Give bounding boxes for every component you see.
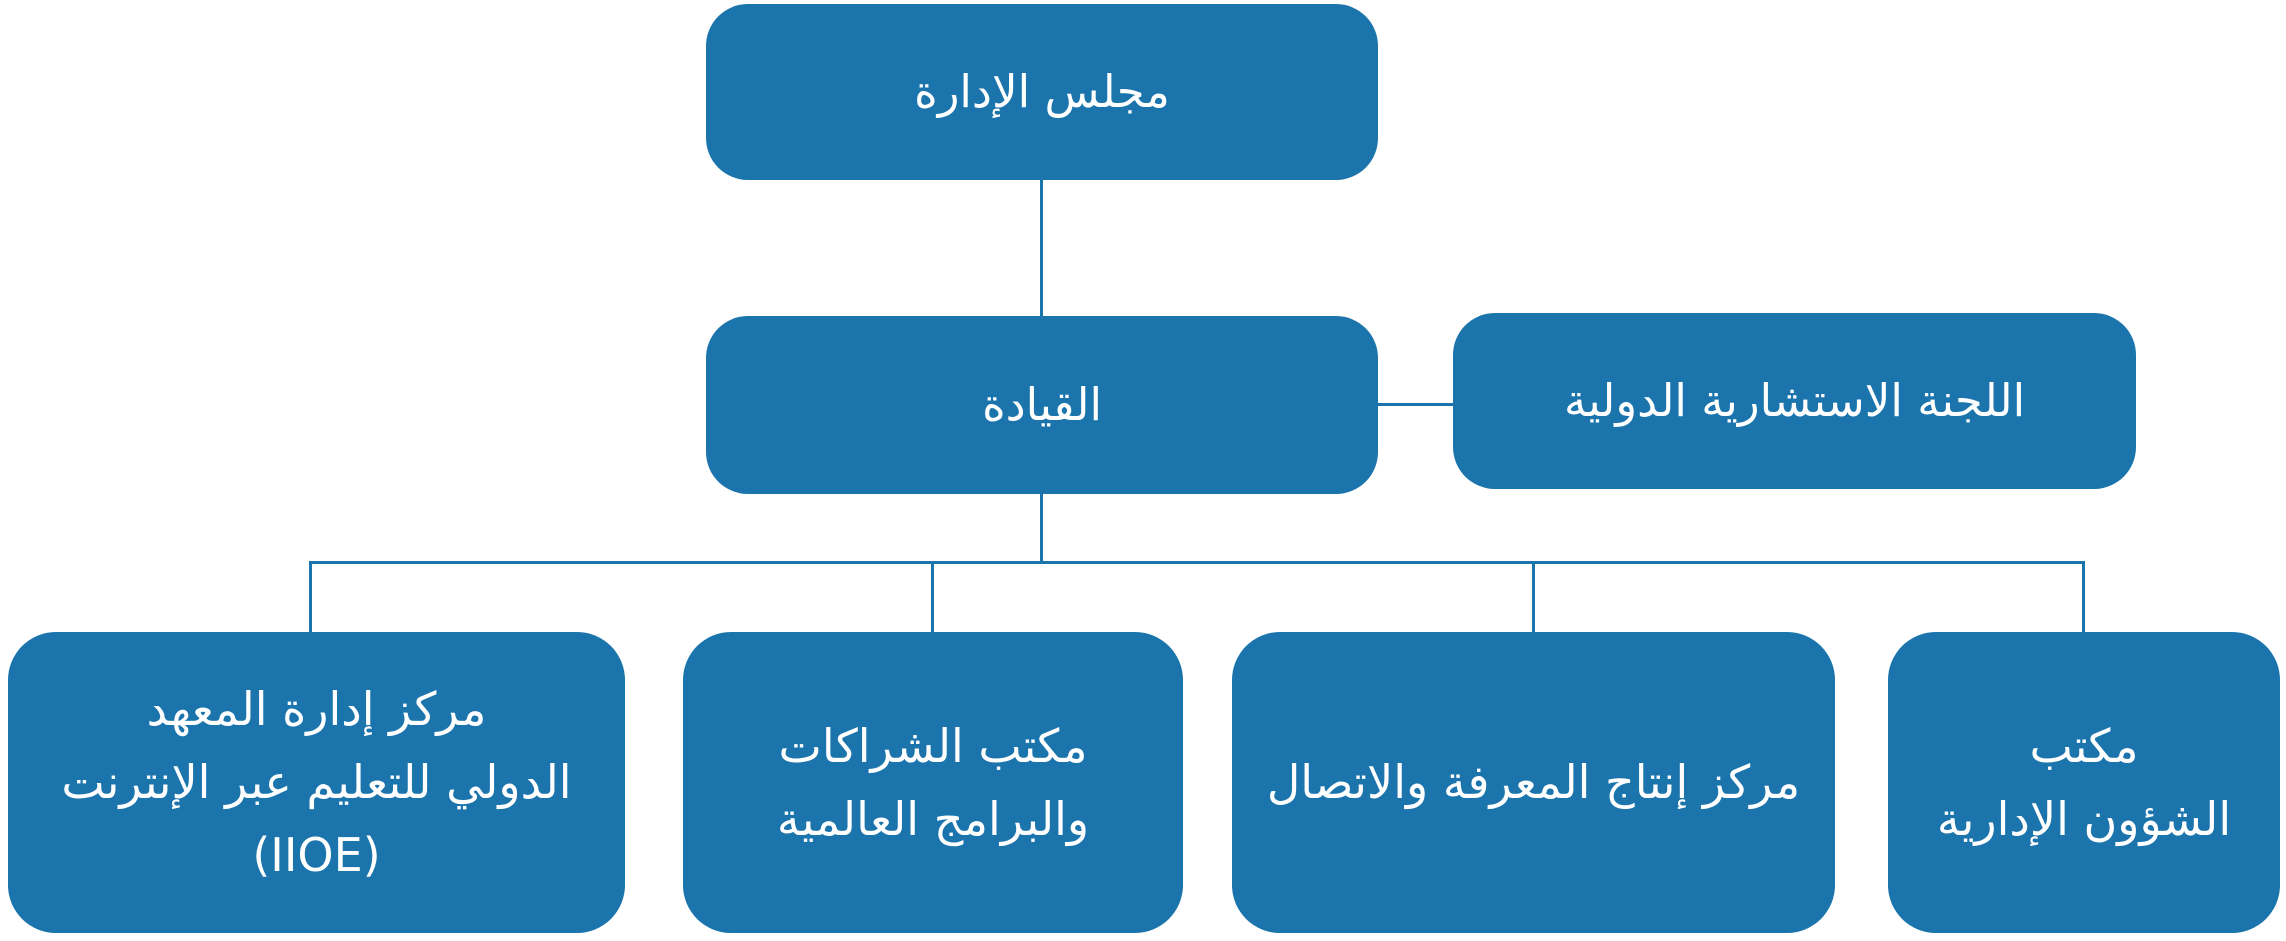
org-node-label-line: والبرامج العالمية — [776, 791, 1090, 846]
org-node-board-of-directors: مجلس الإدارة — [706, 4, 1378, 180]
org-node-label-line: مركز إدارة المعهد — [146, 682, 487, 737]
org-node-label-line: مكتب — [2029, 718, 2139, 773]
connector-drop-partnerships-office — [931, 562, 934, 632]
connector-leadership-to-advisory — [1376, 403, 1453, 406]
org-node-knowledge-production-communication-center: مركز إنتاج المعرفة والاتصال — [1232, 632, 1835, 933]
connector-root-to-leadership — [1040, 180, 1043, 316]
org-node-label: القيادة — [982, 378, 1102, 432]
org-node-label-line: الدولي للتعليم عبر الإنترنت — [61, 755, 572, 810]
org-node-label-line: الشؤون الإدارية — [1936, 791, 2232, 846]
org-node-iioe-management-center: مركز إدارة المعهد الدولي للتعليم عبر الإ… — [8, 632, 625, 933]
org-node-label: اللجنة الاستشارية الدولية — [1563, 374, 2026, 428]
connector-horizontal-bus — [309, 561, 2085, 564]
org-node-leadership: القيادة — [706, 316, 1378, 494]
connector-drop-iioe-center — [309, 562, 312, 632]
org-node-label: مجلس الإدارة — [914, 65, 1170, 119]
connector-drop-knowledge-center — [1532, 562, 1535, 632]
connector-drop-admin-office — [2082, 562, 2085, 632]
connector-leadership-to-bus — [1040, 494, 1043, 562]
org-node-administrative-affairs-office: مكتب الشؤون الإدارية — [1888, 632, 2280, 933]
org-node-label-line: مركز إنتاج المعرفة والاتصال — [1266, 755, 1801, 810]
org-node-partnerships-global-programs-office: مكتب الشراكات والبرامج العالمية — [683, 632, 1183, 933]
org-node-international-advisory-committee: اللجنة الاستشارية الدولية — [1453, 313, 2136, 489]
org-node-label-line: مكتب الشراكات — [778, 718, 1088, 773]
org-node-label-line: (IIOE) — [252, 827, 381, 882]
